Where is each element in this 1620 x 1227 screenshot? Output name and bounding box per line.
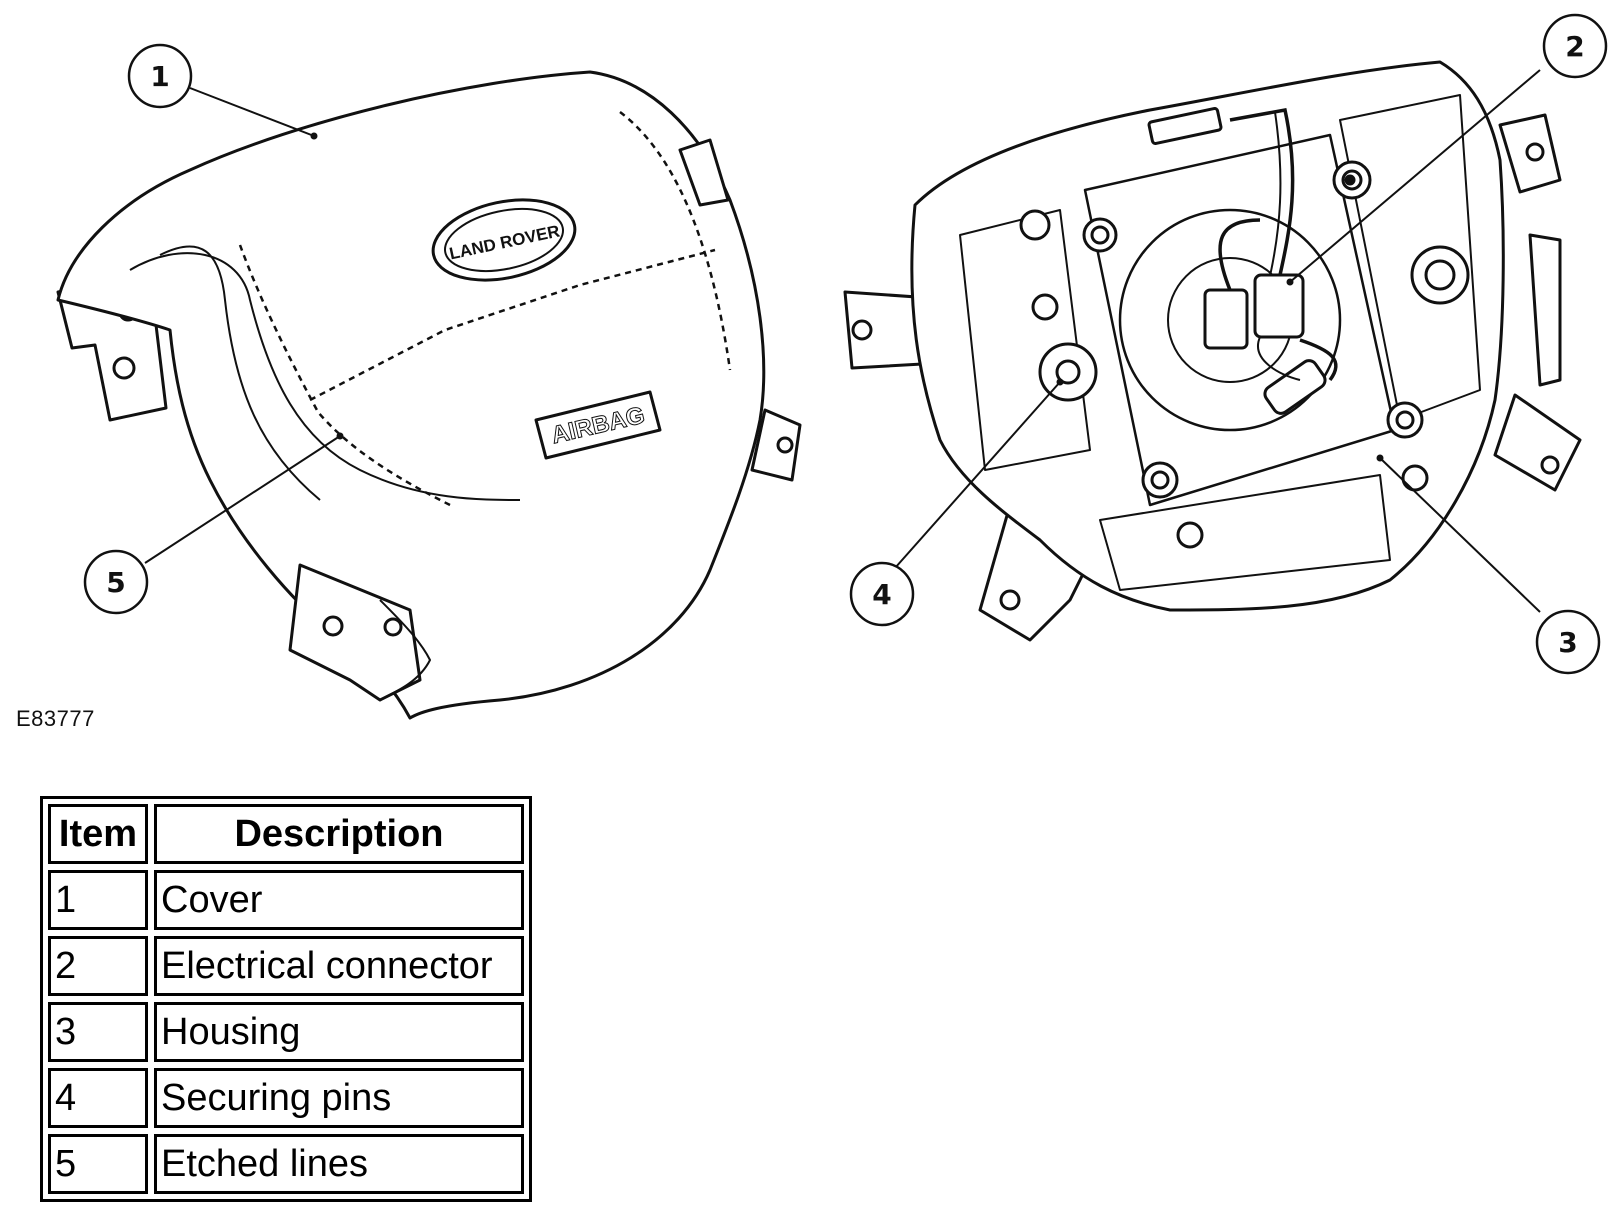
legend-header-description: Description [154,804,524,864]
legend-item-description: Etched lines [154,1134,524,1194]
callout-number-5: 5 [106,566,125,599]
legend-row: 1 Cover [48,870,524,930]
electrical-connector-block [1253,273,1305,339]
airbag-label-plate [534,390,662,460]
etched-lines [238,111,732,507]
legend-header-item: Item [48,804,148,864]
securing-pin [1038,342,1098,402]
legend-item-number: 5 [48,1134,148,1194]
callout-number-2: 2 [1565,30,1584,63]
legend-row: 2 Electrical connector [48,936,524,996]
legend-row: 5 Etched lines [48,1134,524,1194]
legend-item-description: Housing [154,1002,524,1062]
legend-row: 3 Housing [48,1002,524,1062]
callout-4 [849,561,915,627]
airbag-housing [843,60,1582,642]
legend-table: Item Description 1 Cover 2 Electrical co… [40,796,532,1202]
callout-anchors [310,132,1384,462]
legend-item-number: 1 [48,870,148,930]
callout-2 [1542,13,1608,79]
callout-numbers: 1 2 3 4 5 [106,30,1584,659]
legend-row: 4 Securing pins [48,1068,524,1128]
callout-circles [83,13,1608,675]
callout-number-4: 4 [872,578,891,611]
wiring-harness [1218,107,1338,382]
callout-number-3: 3 [1558,626,1577,659]
figure-reference: E83777 [16,706,95,731]
airbag-cover [56,70,802,720]
legend-item-number: 2 [48,936,148,996]
legend-item-description: Electrical connector [154,936,524,996]
legend-item-description: Cover [154,870,524,930]
callout-1 [127,43,193,109]
legend-item-description: Securing pins [154,1068,524,1128]
callout-number-1: 1 [150,60,169,93]
legend-grid: Item Description 1 Cover 2 Electrical co… [42,798,530,1200]
legend-item-number: 4 [48,1068,148,1128]
callout-5 [83,549,149,615]
callout-leaders [144,69,1541,613]
legend-item-number: 3 [48,1002,148,1062]
callout-3 [1535,609,1601,675]
airbag-module-diagram: LAND ROVER AIRBAG [56,13,1608,720]
legend-header-row: Item Description [48,804,524,864]
land-rover-badge [431,198,577,282]
